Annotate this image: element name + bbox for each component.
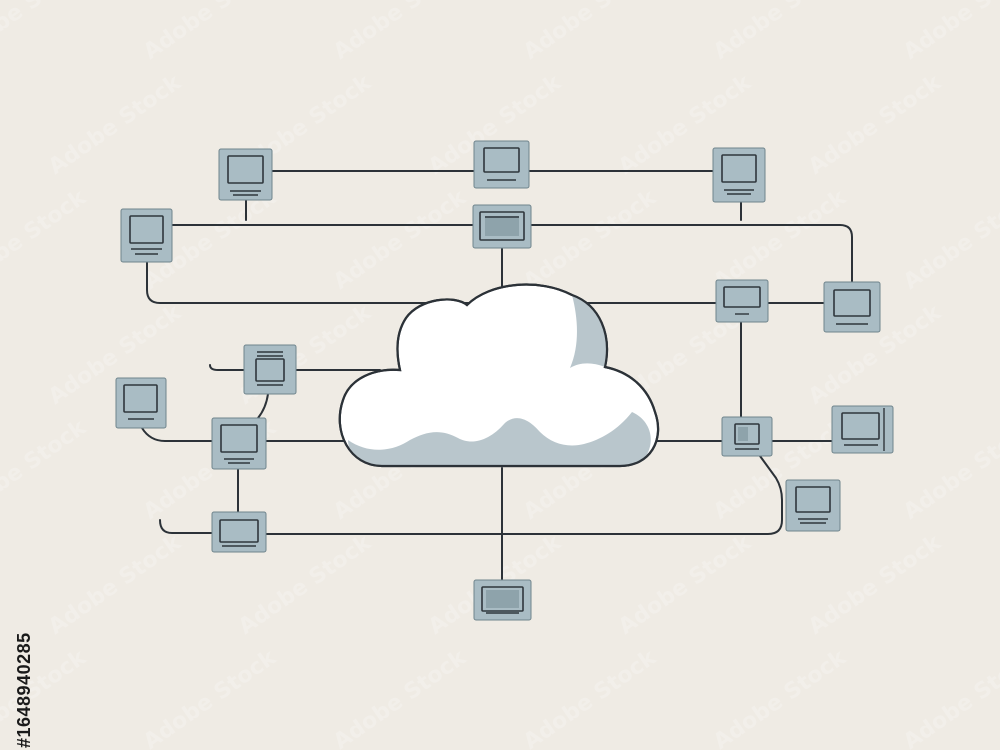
computer-monitor-icon (243, 344, 297, 395)
watermark-text: Adobe Stock (804, 530, 947, 640)
computer-monitor-icon (831, 405, 894, 454)
watermark-text: Adobe Stock (139, 645, 282, 750)
watermark-text: Adobe Stock (519, 185, 662, 295)
computer-monitor-icon (712, 147, 766, 203)
watermark-text: Adobe Stock (519, 0, 662, 65)
watermark-text: Adobe Stock (44, 530, 187, 640)
computer-monitor-icon (472, 204, 532, 249)
watermark-text: Adobe Stock (709, 645, 852, 750)
wire-left-curve (141, 427, 213, 442)
watermark-text: Adobe Stock (994, 70, 1000, 180)
wire-bottom-left-stub (159, 519, 213, 534)
cloud-outline (338, 283, 660, 468)
watermark-text: Adobe Stock (329, 645, 472, 750)
cloud-shadow (348, 412, 651, 466)
watermark-text: Adobe Stock (614, 530, 757, 640)
watermark-text: Adobe Stock (139, 0, 282, 65)
watermark-text: Adobe Stock (899, 0, 1000, 65)
watermark-text: Adobe Stock (994, 530, 1000, 640)
computer-monitor-icon (785, 479, 841, 532)
watermark-text: Adobe Stock (709, 0, 852, 65)
wire-left-stub-top (209, 364, 245, 371)
computer-monitor-icon (721, 416, 773, 457)
wire-second-row (171, 224, 853, 285)
watermark-text: Adobe Stock (994, 300, 1000, 410)
watermark-text: Adobe Stock (329, 185, 472, 295)
cloud-icon (338, 283, 660, 468)
wire-right-curve (265, 455, 783, 535)
cloud-shadow-right (570, 295, 607, 368)
watermark-text: Adobe Stock (519, 645, 662, 750)
stock-image-id: #1648940285 (14, 632, 34, 748)
computer-monitor-icon (211, 511, 267, 553)
watermark-text: Adobe Stock (44, 70, 187, 180)
computer-monitor-icon (218, 148, 273, 201)
device-nodes (115, 140, 894, 621)
watermark-text: Adobe Stock (899, 645, 1000, 750)
computer-monitor-icon (473, 579, 532, 621)
watermark-text: Adobe Stock (899, 415, 1000, 525)
computer-monitor-icon (823, 281, 881, 333)
wire-left-loop (146, 261, 717, 304)
computer-monitor-icon (715, 279, 769, 323)
watermark-text: Adobe Stock (804, 70, 947, 180)
wire-left-hub-drop (257, 393, 269, 419)
computer-monitor-icon (211, 417, 267, 470)
watermark-text: Adobe Stock (0, 185, 92, 295)
computer-monitor-icon (120, 208, 173, 263)
computer-monitor-icon (115, 377, 167, 429)
watermark-text: Adobe Stock (329, 0, 472, 65)
computer-monitor-icon (473, 140, 530, 189)
watermark-text: Adobe Stock (0, 0, 92, 65)
watermark-text: Adobe Stock (899, 185, 1000, 295)
